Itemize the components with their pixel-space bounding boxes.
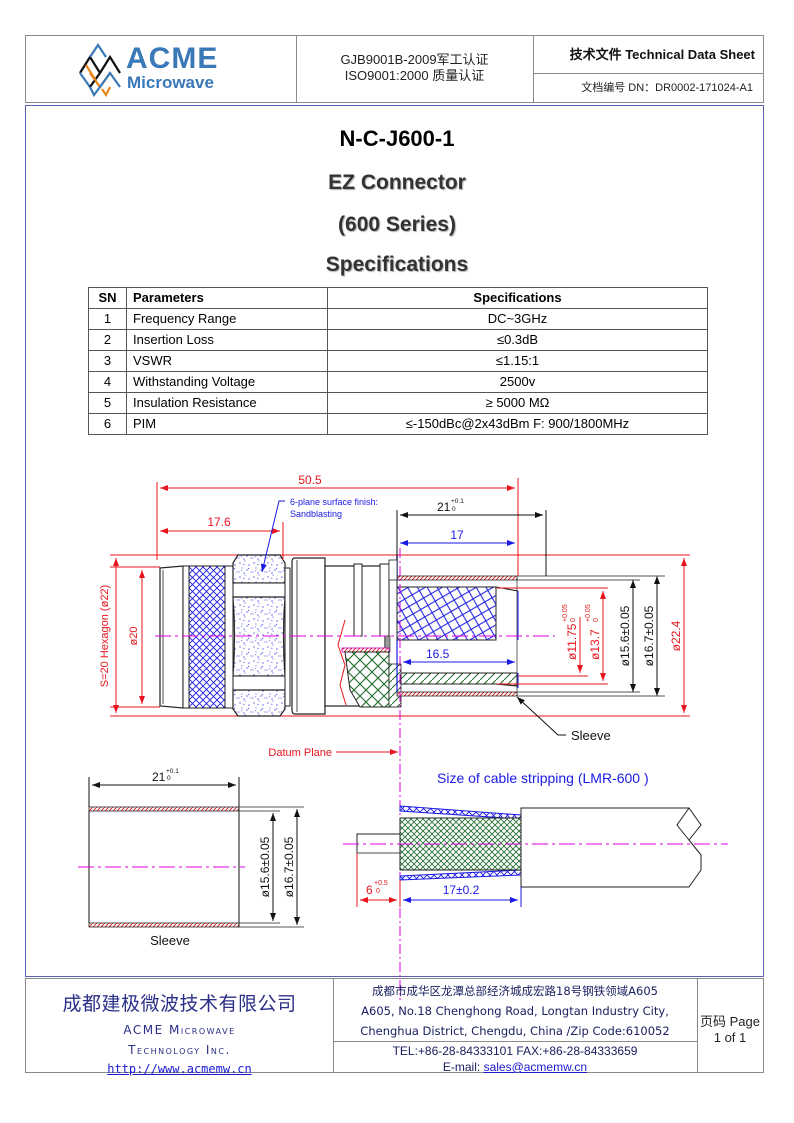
dim-sleeve-detail-tol-upper: +0.1 <box>166 768 179 775</box>
sleeve-detail-caption: Sleeve <box>150 933 190 948</box>
sleeve-detail-top-wall <box>88 806 240 812</box>
dim-dia-137-tol-lower: 0 <box>593 618 600 622</box>
address-en-2: Chenghua District, Chengdu, China /Zip C… <box>360 1024 670 1038</box>
page-cell: 页码 Page 1 of 1 <box>697 979 763 1072</box>
series-title: (600 Series) <box>338 213 456 236</box>
logo-brand: ACME <box>126 42 219 75</box>
dim-sleeve-detail-167-label: ø16.7±0.05 <box>282 836 296 897</box>
logo-cell: ACME Microwave <box>26 36 297 102</box>
dim-dia-20-label: ø20 <box>128 627 140 646</box>
sleeve-detail-bottom-wall <box>88 922 240 928</box>
dim-sleeve-length-tol-upper: +0.1 <box>451 498 464 505</box>
product-title: EZ Connector <box>328 171 466 194</box>
cable-stripping-view: 6 +0.5 0 17±0.2 <box>343 805 728 907</box>
cable-jacket <box>520 807 702 888</box>
company-name-en-2: Technology Inc. <box>128 1043 231 1057</box>
document-header: ACME Microwave GJB9001B-2009军工认证 ISO9001… <box>25 35 764 103</box>
email-line: E-mail: sales@acmemw.cn <box>333 1059 697 1075</box>
email-label: E-mail: <box>442 1060 484 1074</box>
sleeve-bottom-wall <box>396 691 518 697</box>
hex-nut-top <box>232 554 286 584</box>
datum-plane-label: Datum Plane <box>268 747 332 759</box>
dim-jacket-strip-label: 17±0.2 <box>443 883 480 897</box>
row-spec: DC~3GHz <box>327 308 708 330</box>
tel-fax: TEL:+86-28-84333101 FAX:+86-28-84333659 <box>392 1044 638 1058</box>
knurled-ring <box>188 565 226 709</box>
table-header-row: SN Parameters Specifications <box>88 287 708 309</box>
dim-inner-length-label: 17 <box>450 528 464 542</box>
row-parameter: Withstanding Voltage <box>126 371 328 393</box>
braid-section <box>396 586 497 641</box>
header-parameters: Parameters <box>126 287 328 309</box>
break-line <box>337 619 347 706</box>
dim-center-strip-main: 6 <box>366 883 373 897</box>
dim-sleeve-length-tol-lower: 0 <box>452 506 456 513</box>
doc-type: 技术文件 Technical Data Sheet <box>533 36 763 74</box>
dim-overall-length-label: 50.5 <box>298 473 322 487</box>
address-en-1: A605, No.18 Chenghong Road, Longtan Indu… <box>361 1004 669 1018</box>
dim-dia-1175-label: ø11.75 <box>565 623 579 660</box>
dim-sleeve-length-main: 21 <box>437 500 451 514</box>
doc-info-cell: 技术文件 Technical Data Sheet 文档编号 DN：DR0002… <box>533 36 763 102</box>
section-title: Specifications <box>325 253 469 276</box>
dim-dia-156-label: ø15.6±0.05 <box>618 605 632 666</box>
finish-note-line2: Sandblasting <box>290 509 342 519</box>
sleeve-callout-label: Sleeve <box>571 728 611 743</box>
dim-sleeve-detail-main: 21 <box>152 770 166 784</box>
row-spec: ≤-150dBc@2x43dBm F: 900/1800MHz <box>327 413 708 435</box>
document-footer: 成都建极微波技术有限公司 ACME Microwave Technology I… <box>25 978 764 1076</box>
main-body <box>291 557 326 715</box>
finish-note-line1: 6-plane surface finish: <box>290 497 378 507</box>
row-parameter: PIM <box>126 413 328 435</box>
address-cell: 成都市成华区龙潭总部经济城成宏路18号钢铁领域A605 A605, No.18 … <box>333 979 698 1075</box>
dim-center-strip-tol-upper: +0.5 <box>374 880 388 887</box>
certifications-cell: GJB9001B-2009军工认证 ISO9001:2000 质量认证 <box>296 36 534 102</box>
company-name-en-1: ACME Microwave <box>123 1023 236 1037</box>
braid-bottom-taper <box>399 869 522 881</box>
dim-sleeve-detail-tol-lower: 0 <box>167 775 171 782</box>
dim-dia-224-label: ø22.4 <box>669 620 683 651</box>
certification-gjb: GJB9001B-2009军工认证 <box>340 52 489 67</box>
logo-wordmark: ACME Microwave <box>126 44 218 92</box>
front-body <box>159 565 184 709</box>
logo-sub: Microwave <box>127 73 214 92</box>
row-parameter: Frequency Range <box>126 308 328 330</box>
dim-dia-137-tol-upper: +0.05 <box>585 604 592 622</box>
company-name-cn: 成都建极微波技术有限公司 <box>62 994 297 1015</box>
acme-logo-icon <box>79 43 121 97</box>
dim-center-strip-tol-lower: 0 <box>376 888 380 895</box>
dim-insert-length-label: 16.5 <box>426 647 450 661</box>
address-cn: 成都市成华区龙潭总部经济城成宏路18号钢铁领域A605 <box>372 984 658 998</box>
certification-iso: ISO9001:2000 质量认证 <box>344 68 485 83</box>
company-cell: 成都建极微波技术有限公司 ACME Microwave Technology I… <box>26 979 334 1076</box>
dim-sleeve-detail-156-label: ø15.6±0.05 <box>258 836 272 897</box>
content-frame <box>25 105 764 977</box>
sleeve-top-wall <box>396 575 518 581</box>
row-parameter: Insulation Resistance <box>126 392 328 414</box>
assembled-view: 50.5 17.6 6-plane surface finish: Sandbl… <box>99 473 690 1000</box>
dim-dia-167-label: ø16.7±0.05 <box>642 605 656 666</box>
email-link[interactable]: sales@acmemw.cn <box>483 1060 588 1074</box>
model-title: N-C-J600-1 <box>339 126 455 151</box>
braid-top-taper <box>399 805 522 820</box>
page-value: 1 of 1 <box>713 1030 747 1045</box>
dim-nut-length-label: 17.6 <box>207 515 231 529</box>
dim-dia-1175-tol-upper: +0.05 <box>562 604 569 622</box>
website-link[interactable]: http://www.acmemw.cn <box>107 1062 252 1076</box>
dim-dia-1175-tol-lower: 0 <box>570 618 577 622</box>
stripping-title: Size of cable stripping (LMR-600 ) <box>437 770 649 786</box>
hex-nut-bottom <box>232 689 286 717</box>
dim-dia-137-label: ø13.7 <box>588 629 602 660</box>
page-label: 页码 Page <box>700 1014 760 1029</box>
doc-number: 文档编号 DN：DR0002-171024-A1 <box>581 82 753 94</box>
sleeve-detail-view: 21 +0.1 0 ø15.6±0.05 ø16.7±0.05 Sleeve <box>78 768 304 948</box>
dim-hexagon-label: S=20 Hexagon (ø22) <box>99 585 111 687</box>
